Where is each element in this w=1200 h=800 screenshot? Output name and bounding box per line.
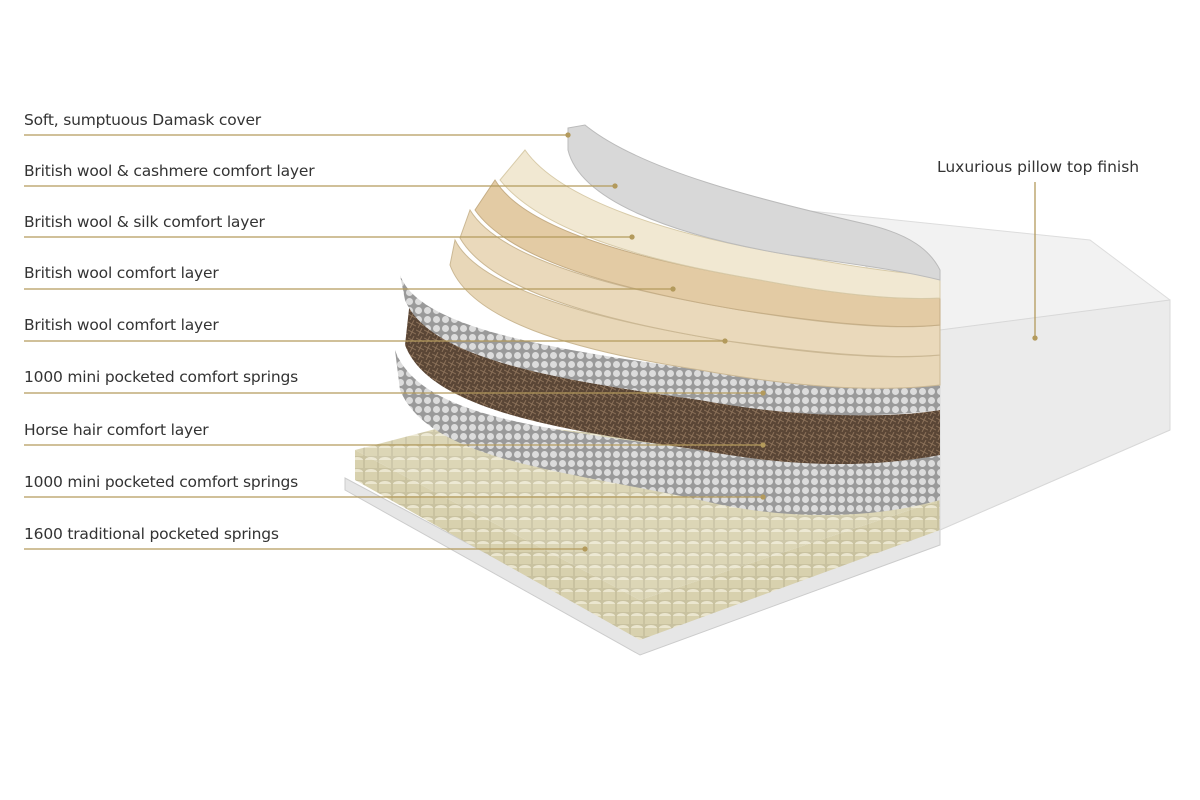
label-mini-springs-2: 1000 mini pocketed comfort springs <box>24 473 298 491</box>
leader-lines <box>24 132 1038 552</box>
horse-hair-layer <box>405 300 940 465</box>
leader-dot <box>565 132 571 138</box>
leader-dot <box>612 183 618 189</box>
wool-silk-layer <box>474 179 941 328</box>
leader-dot <box>1032 335 1038 341</box>
label-wool-cashmere: British wool & cashmere comfort layer <box>24 162 315 180</box>
label-damask-cover: Soft, sumptuous Damask cover <box>24 111 261 129</box>
leader-dot <box>582 546 588 552</box>
leader-dot <box>760 442 766 448</box>
wool-cashmere-layer <box>499 149 941 299</box>
label-mini-springs-1: 1000 mini pocketed comfort springs <box>24 368 298 386</box>
label-wool-2: British wool comfort layer <box>24 316 219 334</box>
leader-dot <box>629 234 635 240</box>
traditional-springs <box>355 450 940 640</box>
leader-dot <box>760 390 766 396</box>
label-wool-1: British wool comfort layer <box>24 264 219 282</box>
label-pillow-top: Luxurious pillow top finish <box>937 158 1140 176</box>
mini-springs-lower <box>395 350 940 515</box>
leader-dot <box>760 494 766 500</box>
label-wool-silk: British wool & silk comfort layer <box>24 213 265 231</box>
label-traditional-springs: 1600 traditional pocketed springs <box>24 525 279 543</box>
damask-cover <box>567 124 941 281</box>
mini-springs-upper <box>400 275 940 416</box>
wool-layer-1 <box>459 208 941 358</box>
leader-dot <box>722 338 728 344</box>
label-horse-hair: Horse hair comfort layer <box>24 421 209 439</box>
leader-dot <box>670 286 676 292</box>
